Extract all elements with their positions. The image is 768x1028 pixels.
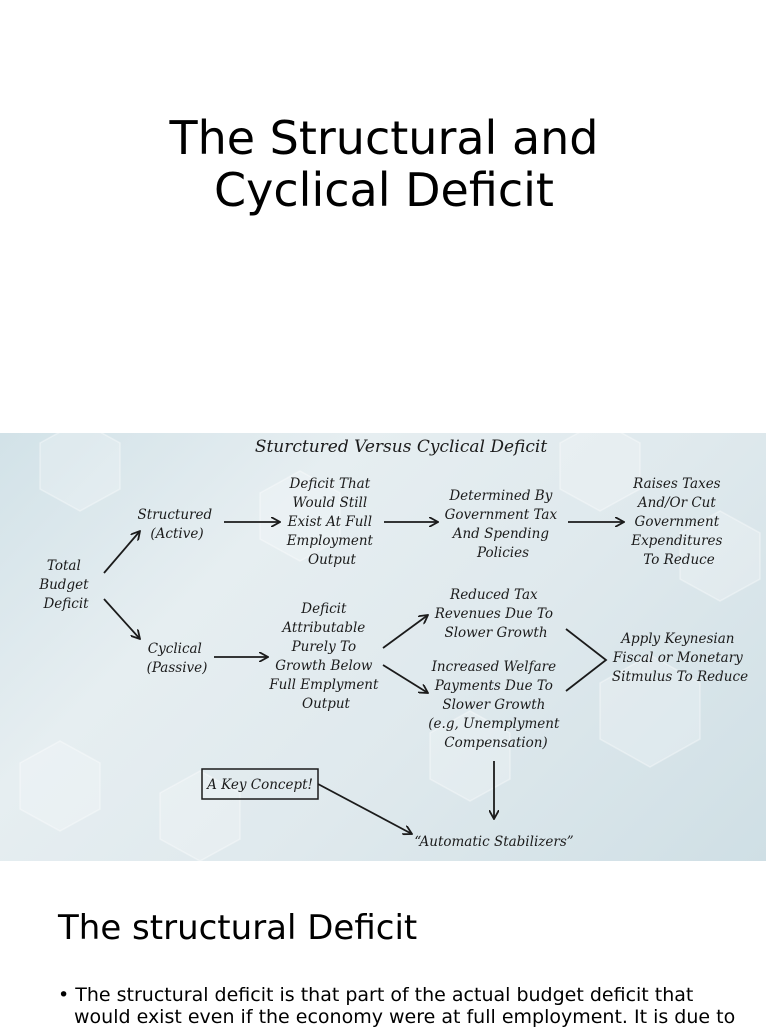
arrow-key-concept-to-stabilizers (317, 783, 412, 834)
arrow-total-to-cyclical (103, 598, 140, 639)
section-heading: The structural Deficit (58, 908, 418, 948)
deficit-flow-diagram: Sturctured Versus Cyclical Deficit Total… (0, 433, 766, 861)
node-cyclical-passive: Cyclical (Passive) (147, 641, 208, 676)
node-automatic-stabilizers: “Automatic Stabilizers” (414, 834, 573, 850)
node-deficit-attributable: Deficit Attributable Purely To Growth Be… (268, 601, 382, 712)
node-structured-active: Structured (Active) (138, 507, 217, 542)
arrow-attributable-to-welfare (382, 664, 428, 693)
diagram-canvas: Sturctured Versus Cyclical Deficit Total… (19, 433, 761, 861)
node-total-budget-deficit: Total Budget Deficit (38, 558, 93, 612)
arrow-attributable-to-reduced-tax (382, 615, 428, 649)
slide-title-line-2: Cyclical Deficit (214, 163, 554, 217)
bullet-text-content: The structural deficit is that part of t… (74, 984, 736, 1028)
node-apply-keynesian: Apply Keynesian Fiscal or Monetary Sitmu… (612, 631, 748, 685)
node-determined-by-policies: Determined By Government Tax And Spendin… (445, 488, 562, 561)
bullet-paragraph: • The structural deficit is that part of… (58, 984, 754, 1028)
hexagon-pattern-decoration (19, 433, 761, 861)
bracket-to-keynesian (565, 628, 608, 692)
node-deficit-at-full-employment: Deficit That Would Still Exist At Full E… (286, 476, 378, 568)
arrow-total-to-structured (103, 531, 140, 574)
diagram-arrows (103, 522, 624, 834)
diagram-title: Sturctured Versus Cyclical Deficit (255, 437, 548, 457)
node-raises-taxes: Raises Taxes And/Or Cut Government Expen… (630, 476, 727, 568)
slide-title: The Structural and Cyclical Deficit (0, 112, 768, 216)
key-concept-label: A Key Concept! (205, 777, 313, 793)
slide-title-line-1: The Structural and (169, 111, 599, 165)
bullet-marker: • (58, 984, 70, 1006)
node-reduced-tax-revenues: Reduced Tax Revenues Due To Slower Growt… (434, 587, 558, 641)
node-increased-welfare-payments: Increased Welfare Payments Due To Slower… (428, 659, 563, 751)
